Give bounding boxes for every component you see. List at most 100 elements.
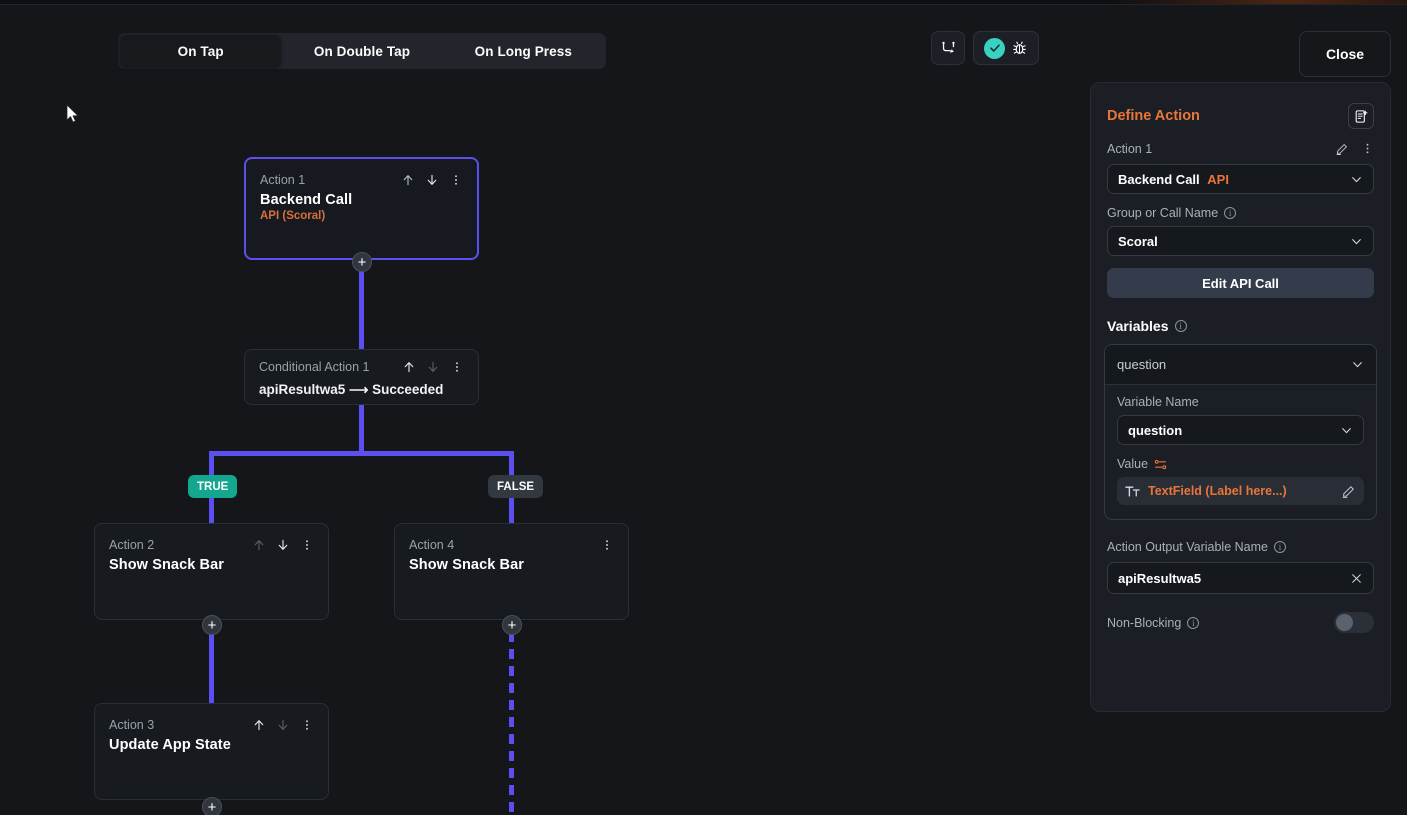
value-field-chip[interactable]: TextField (Label here...) <box>1117 477 1364 505</box>
flow-node-conditional1[interactable]: Conditional Action 1 apiResultwa5 ⟶ Succ… <box>244 349 479 405</box>
kebab-menu-icon[interactable] <box>300 717 314 733</box>
connector-conditional1-split <box>359 403 364 456</box>
flow-node-action1[interactable]: Action 1 Backend Call API (Scoral) <box>244 157 479 260</box>
flow-node-action2-label: Action 2 <box>109 538 155 552</box>
info-icon[interactable]: i <box>1174 320 1187 332</box>
info-icon[interactable]: i <box>1224 207 1237 219</box>
panel-action-label: Action 1 <box>1107 141 1153 156</box>
flow-node-action4-label: Action 4 <box>409 538 455 552</box>
connector-split-horizontal <box>209 451 514 456</box>
flow-canvas[interactable]: Action 1 Backend Call API (Scoral) + Con… <box>0 5 1090 815</box>
output-variable-input[interactable]: apiResultwa5 <box>1107 562 1374 594</box>
variable-card-title: question <box>1117 357 1167 372</box>
add-action-after-action2-button[interactable]: + <box>202 615 222 635</box>
pencil-icon[interactable] <box>1335 142 1349 156</box>
gesture-tab-bar: On Tap On Double Tap On Long Press <box>118 33 606 69</box>
close-button[interactable]: Close <box>1299 31 1391 77</box>
branch-label-false-text: FALSE <box>497 480 535 493</box>
branch-label-true: TRUE <box>188 475 238 498</box>
move-up-icon <box>254 540 264 551</box>
tab-on-tap-label: On Tap <box>177 43 224 59</box>
action-type-name: Backend Call <box>1118 171 1200 187</box>
variable-name-value: question <box>1128 422 1183 438</box>
pencil-icon[interactable] <box>1341 484 1356 499</box>
flow-node-action3[interactable]: Action 3 Update App State <box>94 703 329 800</box>
non-blocking-row: Non-Blocking i <box>1091 594 1390 633</box>
value-row-label: Value <box>1117 457 1364 471</box>
tab-on-long-press-label: On Long Press <box>474 43 572 59</box>
tab-on-tap[interactable]: On Tap <box>120 35 282 67</box>
move-down-icon[interactable] <box>425 172 439 188</box>
test-mode-button-group[interactable] <box>973 31 1039 65</box>
flow-node-action1-api: API (Scoral) <box>260 210 326 222</box>
variable-binding-icon[interactable] <box>1154 459 1167 470</box>
move-up-icon[interactable] <box>252 717 266 733</box>
flow-node-action2-controls <box>252 537 314 553</box>
check-mark-icon <box>989 44 1000 52</box>
flow-node-action4-controls <box>600 537 614 553</box>
flow-node-conditional1-label: Conditional Action 1 <box>259 360 370 374</box>
move-down-icon[interactable] <box>276 537 290 553</box>
non-blocking-toggle-knob <box>1336 614 1353 631</box>
kebab-menu-icon[interactable] <box>300 537 314 553</box>
chevron-down-icon <box>1353 362 1362 368</box>
chevron-down-icon <box>1352 176 1361 182</box>
variable-card-body: Variable Name question Value <box>1105 385 1376 519</box>
group-or-call-name-label: Group or Call Name <box>1107 206 1219 220</box>
bug-icon[interactable] <box>1011 39 1028 57</box>
group-or-call-name-row: Group or Call Name i <box>1107 206 1374 220</box>
flow-node-action3-label: Action 3 <box>109 718 155 732</box>
branch-label-true-text: TRUE <box>197 480 229 493</box>
close-x-icon[interactable] <box>1350 572 1363 585</box>
info-icon[interactable]: i <box>1273 541 1286 553</box>
kebab-menu-icon[interactable] <box>600 537 614 553</box>
flow-node-action1-header: Action 1 <box>246 159 477 188</box>
top-strip-divider <box>0 4 1407 5</box>
move-down-icon <box>278 719 288 730</box>
panel-action-row: Action 1 <box>1091 129 1390 156</box>
close-button-label: Close <box>1325 46 1365 62</box>
flow-node-action2[interactable]: Action 2 Show Snack Bar <box>94 523 329 620</box>
non-blocking-label: Non-Blocking <box>1107 615 1182 630</box>
add-action-after-action3-button[interactable]: + <box>202 797 222 815</box>
variables-label: Variables <box>1107 318 1169 334</box>
tab-on-double-tap-label: On Double Tap <box>313 43 411 59</box>
add-action-after-action1-button[interactable]: + <box>352 252 372 272</box>
kebab-menu-icon[interactable] <box>1361 141 1374 156</box>
move-down-icon <box>428 361 438 372</box>
edit-api-call-button[interactable]: Edit API Call <box>1107 268 1374 298</box>
flow-node-action1-label: Action 1 <box>260 173 306 187</box>
chevron-down-icon <box>1352 238 1361 244</box>
output-variable-row: Action Output Variable Name i <box>1107 540 1374 554</box>
flow-branch-icon-button[interactable] <box>931 31 965 65</box>
panel-action-controls <box>1335 141 1374 156</box>
variable-name-select[interactable]: question <box>1117 415 1364 445</box>
action-type-select[interactable]: Backend Call API <box>1107 164 1374 194</box>
output-variable-value: apiResultwa5 <box>1118 570 1202 586</box>
kebab-menu-icon[interactable] <box>450 359 464 375</box>
flow-node-action3-header: Action 3 <box>95 704 328 733</box>
connector-action1-conditional1 <box>359 255 364 352</box>
output-variable-label: Action Output Variable Name <box>1107 540 1268 554</box>
flow-node-action4[interactable]: Action 4 Show Snack Bar <box>394 523 629 620</box>
add-action-after-action4-button[interactable]: + <box>502 615 522 635</box>
flow-node-action4-header: Action 4 <box>395 524 628 553</box>
group-or-call-name-value: Scoral <box>1118 233 1158 249</box>
connector-action4-dashed <box>509 615 514 815</box>
info-icon[interactable]: i <box>1187 616 1200 629</box>
check-circle-icon[interactable] <box>984 37 1005 59</box>
text-format-icon <box>1125 485 1140 497</box>
value-field-text: TextField (Label here...) <box>1148 484 1287 498</box>
variable-card-header[interactable]: question <box>1105 345 1376 385</box>
tab-on-double-tap[interactable]: On Double Tap <box>281 35 442 67</box>
move-up-icon[interactable] <box>401 172 415 188</box>
move-up-icon[interactable] <box>402 359 416 375</box>
tab-on-long-press[interactable]: On Long Press <box>443 35 604 67</box>
flow-node-action3-title: Update App State <box>109 737 231 753</box>
non-blocking-toggle[interactable] <box>1334 612 1374 633</box>
group-or-call-name-select[interactable]: Scoral <box>1107 226 1374 256</box>
variable-name-label: Variable Name <box>1117 395 1199 409</box>
add-note-icon-button[interactable] <box>1348 103 1374 129</box>
kebab-menu-icon[interactable] <box>449 172 463 188</box>
add-note-icon <box>1355 109 1368 123</box>
